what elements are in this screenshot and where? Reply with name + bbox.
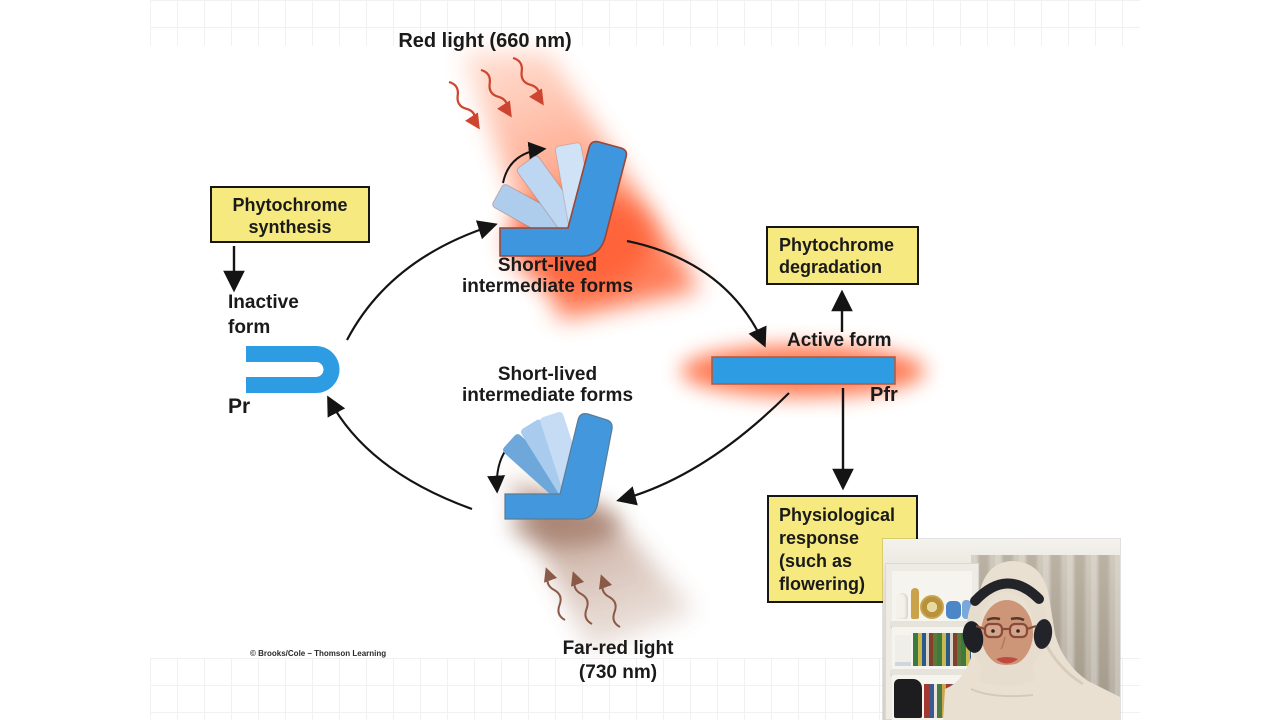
straight-arrows [223, 246, 854, 491]
dark-bag [894, 679, 922, 718]
eye-left [991, 629, 995, 633]
blue-jar [946, 601, 961, 619]
shelf-board [891, 621, 973, 627]
pfr-molecule [681, 345, 925, 397]
pr-label: Pr [228, 395, 251, 418]
eye-right [1016, 629, 1020, 633]
scarf-chin-wrap [979, 657, 1035, 686]
intermediate-bottom-label: Short-lived intermediate forms [461, 364, 634, 406]
bookshelf [885, 563, 979, 720]
eyebrow-right [1010, 616, 1025, 622]
response-box-line4: flowering) [779, 574, 865, 594]
degradation-box-line2: degradation [779, 257, 883, 277]
synthesis-box-line1: Phytochrome [232, 195, 348, 215]
nose [1000, 636, 1006, 650]
decor-plate [920, 595, 944, 619]
pr-molecule [246, 346, 340, 393]
book-spines [913, 633, 971, 666]
blue-jar-small [962, 600, 971, 619]
inactive-form-label: Inactive form [228, 292, 299, 338]
intermediate-forms-bottom [503, 411, 613, 520]
response-box-line3: (such as [779, 551, 853, 571]
headphone-cup-left-icon [962, 621, 984, 653]
cycle-arc-top-right [626, 239, 767, 348]
shelf-board [891, 669, 973, 675]
degradation-box-line1: Phytochrome [779, 235, 895, 255]
headphone-cup-right-icon [1033, 619, 1053, 649]
shelf-middle [892, 627, 972, 669]
webcam-overlay [883, 539, 1120, 720]
cycle-arc-top-left [346, 220, 498, 341]
response-box-line2: response [779, 528, 860, 548]
synthesis-box: Phytochrome synthesis [210, 186, 370, 243]
red-light-label: Red light (660 nm) [398, 30, 572, 52]
red-wavy-arrows-icon [448, 56, 544, 130]
cycle-arrows [327, 141, 790, 511]
synthesis-box-line2: synthesis [248, 217, 332, 237]
active-form-label: Active form [787, 330, 892, 351]
cycle-arc-bottom-left [327, 395, 473, 511]
degradation-box: Phytochrome degradation [766, 226, 919, 285]
eyebrow-left [986, 616, 1001, 622]
conversion-arrow-top [502, 141, 547, 184]
far-red-wavy-arrows-icon [543, 567, 621, 628]
white-vase [896, 593, 908, 619]
gold-vase [911, 588, 919, 619]
response-box-line1: Physiological [779, 505, 896, 525]
intermediate-top-label: Short-lived intermediate forms [461, 255, 634, 297]
cycle-arc-bottom-right [616, 392, 790, 506]
headphones-band-icon [970, 578, 1044, 606]
shelf-top [892, 571, 972, 621]
copyright-credit: © Brooks/Cole – Thomson Learning [250, 649, 387, 658]
face [981, 600, 1033, 666]
presenter [943, 561, 1120, 720]
pfr-label: Pfr [870, 384, 898, 406]
far-red-light-label: Far-red light (730 nm) [562, 638, 674, 683]
grid-strip-top [150, 0, 1140, 46]
lips [996, 657, 1018, 664]
white-box-item [895, 635, 911, 666]
intermediate-forms-top [492, 140, 628, 257]
